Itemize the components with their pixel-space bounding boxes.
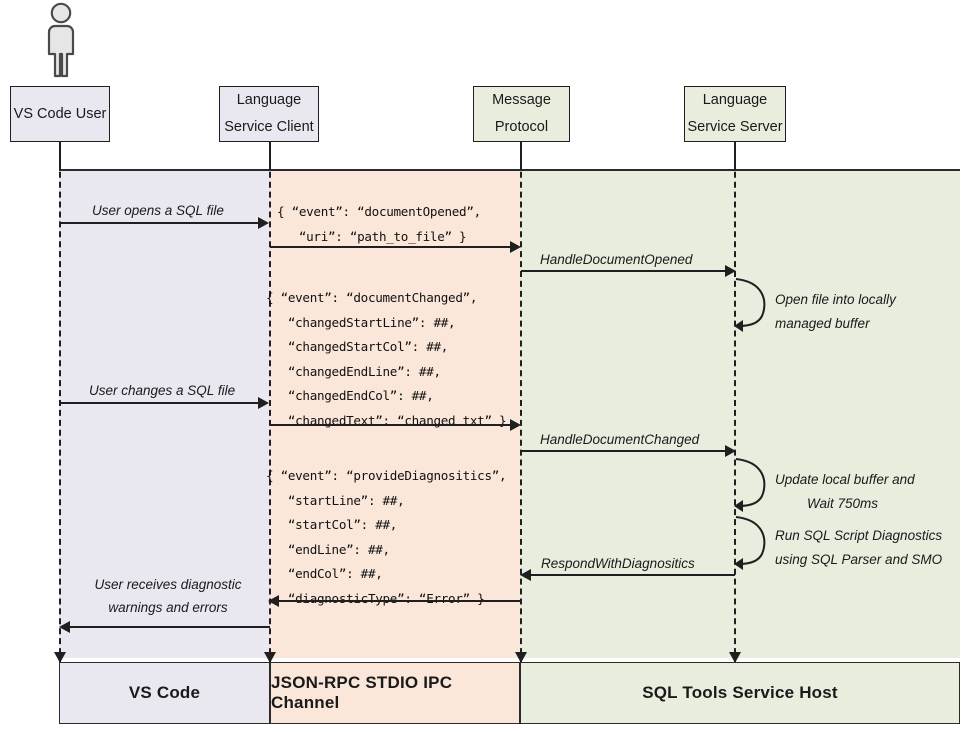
label-user-opens-file: User opens a SQL file [92,203,224,218]
participant-label-line2: Service Server [687,119,783,135]
lifeline-service-server [734,142,736,664]
arrowhead-document-changed-to-protocol [510,419,521,431]
participant-label-line2: Service Client [224,119,314,135]
footer-label: JSON-RPC STDIO IPC Channel [271,673,453,712]
arrow-handle-document-changed [521,450,730,452]
arrow-user-changes-file [60,402,260,404]
payload-provide-diagnostics: { “event”: “provideDiagnositics”, “start… [266,468,507,606]
swimlane-band-service-host [520,170,960,658]
note-line2: using SQL Parser and SMO [775,551,943,567]
note-run-diagnostics: Run SQL Script Diagnostics using SQL Par… [775,524,942,571]
arrowhead-handle-document-opened [725,265,736,277]
arrow-handle-document-opened [521,270,730,272]
arrowhead-user-changes-file [258,397,269,409]
arrow-respond-with-diagnostics [530,574,735,576]
lifeline-service-client [269,142,271,664]
arrow-document-changed-to-protocol [270,424,515,426]
arrow-user-receives-diagnostics [68,626,270,628]
arrowhead-respond-with-diagnostics [520,569,531,581]
label-user-changes-file: User changes a SQL file [89,383,236,398]
note-line1: Run SQL Script Diagnostics [775,528,943,543]
selfloop-open-file-buffer [734,278,766,332]
payload-document-opened: { “event”: “documentOpened”, “uri”: “pat… [277,204,481,244]
participant-language-service-server[interactable]: Language Service Server [684,86,786,142]
note-line1: Open file into locally [775,292,896,307]
note-line2: Wait 750ms [807,495,879,511]
participant-language-service-client[interactable]: Language Service Client [219,86,319,142]
participant-label-line1: Message [492,92,551,109]
label-line2: warnings and errors [108,600,228,616]
arrowhead-handle-document-changed [725,445,736,457]
selfloop-run-diagnostics [734,516,766,570]
footer-region-vs-code[interactable]: VS Code [59,662,270,724]
swimlane-top-divider [59,169,960,171]
note-update-local-buffer: Update local buffer and Wait 750ms [775,468,915,515]
note-line1: Update local buffer and [775,472,915,487]
arrowhead-user-receives-diagnostics [59,621,70,633]
participant-label-line1: VS Code User [13,105,107,122]
lifeline-end-arrow-vs-code-user [54,652,66,663]
label-user-receives-diagnostics: User receives diagnostic warnings and er… [78,573,258,619]
participant-message-protocol[interactable]: Message Protocol [473,86,570,142]
footer-region-service-host[interactable]: SQL Tools Service Host [520,662,960,724]
selfloop-update-local-buffer [734,458,766,512]
participant-vs-code-user[interactable]: VS Code User [10,86,110,142]
lifeline-message-protocol [520,142,522,664]
arrow-user-opens-file [60,222,260,224]
swimlane-band-ipc-channel [270,170,520,658]
arrow-diagnostics-to-client [278,600,520,602]
arrowhead-user-opens-file [258,217,269,229]
lifeline-end-arrow-service-server [729,652,741,663]
participant-label-line2: Protocol [494,119,549,135]
participant-label-line1: Language [702,92,768,109]
label-line1: User receives diagnostic [94,577,242,592]
arrowhead-document-opened-to-protocol [510,241,521,253]
note-line2: managed buffer [775,315,870,331]
note-open-file-buffer: Open file into locally managed buffer [775,288,896,335]
footer-region-ipc-channel[interactable]: JSON-RPC STDIO IPC Channel [270,662,520,724]
label-handle-document-changed: HandleDocumentChanged [540,432,700,447]
arrowhead-diagnostics-to-client [268,595,279,607]
footer-label: SQL Tools Service Host [642,683,838,702]
lifeline-end-arrow-message-protocol [515,652,527,663]
participant-label-line1: Language [236,92,302,109]
arrow-document-opened-to-protocol [270,246,515,248]
swimlane-band-vs-code [59,170,270,658]
payload-document-changed: { “event”: “documentChanged”, “changedSt… [266,290,507,428]
label-respond-with-diagnostics: RespondWithDiagnositics [541,556,695,571]
lifeline-end-arrow-service-client [264,652,276,663]
footer-label: VS Code [128,683,201,702]
label-handle-document-opened: HandleDocumentOpened [540,252,693,267]
stick-figure-user-icon [47,2,75,78]
